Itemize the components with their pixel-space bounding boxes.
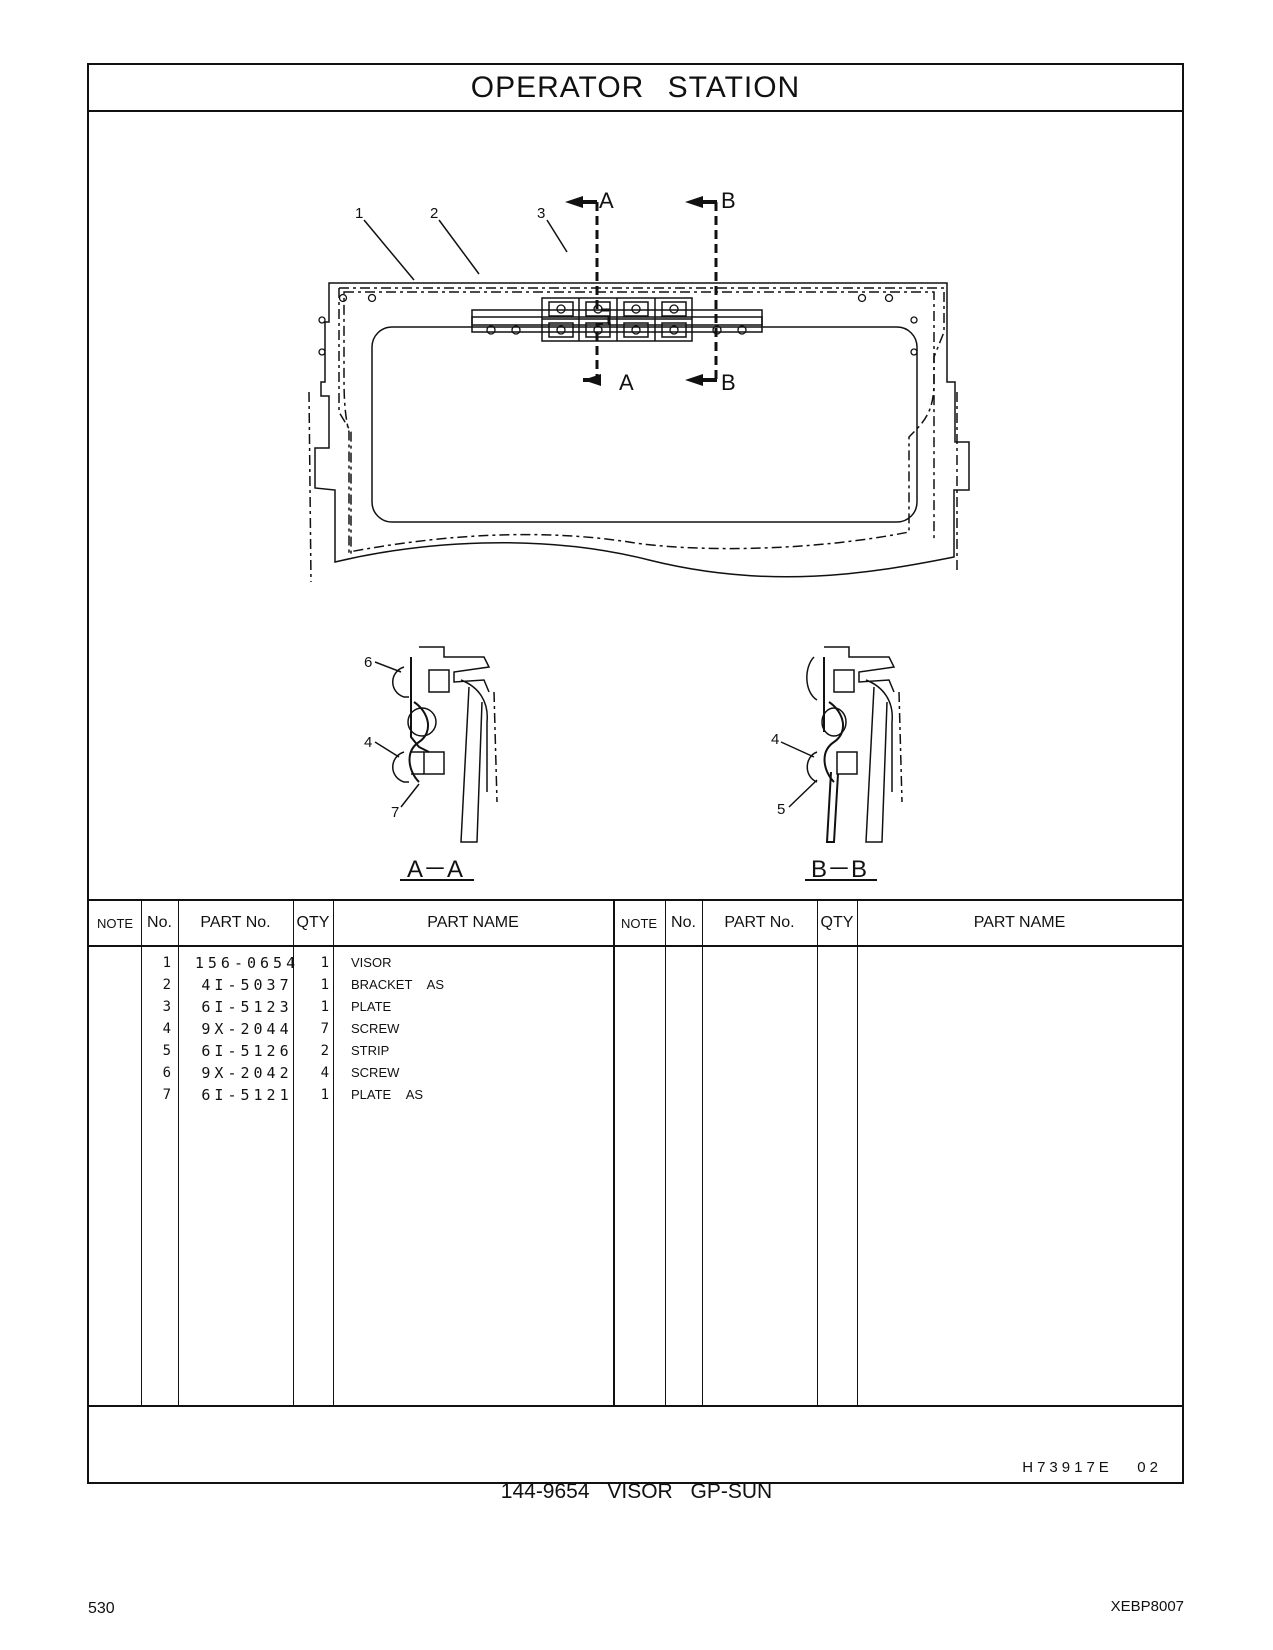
header-part-name-right: PART NAME — [973, 914, 1066, 931]
header-note-right: NOTE — [620, 915, 658, 931]
row-part-no: 156-0654 — [194, 953, 300, 972]
row-part-no: 6I-5126 — [201, 1041, 293, 1060]
section-view-a — [374, 646, 498, 881]
callout-a-7: 7 — [391, 804, 399, 821]
section-mark-a-bottom: A — [619, 370, 634, 395]
column-divider — [857, 901, 858, 1405]
table-row: 2 4I-5037 1 BRACKET AS — [89, 973, 1182, 996]
cab-frame-outline — [314, 282, 970, 578]
row-qty: 1 — [320, 954, 329, 971]
column-divider — [665, 901, 666, 1405]
header-no-left: No. — [147, 914, 172, 931]
row-qty: 1 — [320, 1086, 329, 1103]
table-footer: H73917E 02 — [89, 1407, 1182, 1484]
group-caption: 144-9654 VISOR GP-SUN — [500, 1480, 773, 1503]
table-header: NOTE No. PART No. QTY PART NAME NOTE No.… — [89, 901, 1182, 947]
column-divider — [817, 901, 818, 1405]
windshield-outline — [371, 326, 918, 523]
header-qty-right: QTY — [820, 914, 854, 931]
parts-illustration: 1 2 3 A B A B — [89, 112, 1182, 899]
callout-3: 3 — [537, 205, 545, 222]
header-note-left: NOTE — [96, 915, 134, 931]
row-part-name: PLATE — [351, 999, 392, 1014]
row-part-name: SCREW — [351, 1021, 400, 1036]
row-no: 5 — [162, 1042, 171, 1059]
page-number: 530 — [88, 1600, 115, 1617]
table-row: 4 9X-2044 7 SCREW — [89, 1017, 1182, 1040]
row-part-name: STRIP — [351, 1043, 390, 1058]
cab-frame-inner — [343, 291, 935, 553]
section-label-a: A－A — [407, 856, 463, 883]
section-label-b: B－B — [811, 856, 867, 883]
callout-b-5: 5 — [777, 801, 785, 818]
header-qty-left: QTY — [296, 914, 330, 931]
page-title: OPERATOR STATION — [89, 65, 1182, 112]
row-no: 1 — [162, 954, 171, 971]
section-mark-a-top: A — [599, 188, 614, 213]
row-qty: 1 — [320, 976, 329, 993]
callout-2: 2 — [430, 205, 438, 222]
section-line-a — [595, 202, 611, 380]
frame-dashed-outline — [339, 287, 945, 542]
column-divider — [702, 901, 703, 1405]
parts-page-frame: OPERATOR STATION — [87, 63, 1184, 1484]
visor-drawing-svg: 1 2 3 A B A B — [308, 188, 970, 883]
row-part-no: 4I-5037 — [201, 975, 293, 994]
column-divider — [293, 901, 294, 1405]
section-mark-b-top: B — [721, 188, 736, 213]
callout-a-6: 6 — [364, 654, 372, 671]
table-row: 3 6I-5123 1 PLATE — [89, 995, 1182, 1018]
header-part-no-left: PART No. — [200, 914, 271, 931]
row-no: 6 — [162, 1064, 171, 1081]
row-part-no: 6I-5121 — [201, 1085, 293, 1104]
row-part-name: BRACKET AS — [351, 977, 445, 992]
drawing-reference: H73917E 02 — [1022, 1459, 1162, 1476]
document-code: XEBP8007 — [1110, 1598, 1184, 1615]
table-row: 5 6I-5126 2 STRIP — [89, 1039, 1182, 1062]
table-row: 1 156-0654 1 VISOR — [89, 951, 1182, 974]
row-no: 2 — [162, 976, 171, 993]
row-part-no: 9X-2042 — [201, 1063, 293, 1082]
row-no: 7 — [162, 1086, 171, 1103]
section-arrows — [565, 196, 717, 386]
row-part-name: SCREW — [351, 1065, 400, 1080]
parts-list-table: NOTE No. PART No. QTY PART NAME NOTE No.… — [89, 899, 1182, 1407]
table-row: 7 6I-5121 1 PLATE AS — [89, 1083, 1182, 1106]
row-qty: 1 — [320, 998, 329, 1015]
row-qty: 2 — [320, 1042, 329, 1059]
table-row: 6 9X-2042 4 SCREW — [89, 1061, 1182, 1084]
row-no: 3 — [162, 998, 171, 1015]
plate-grid — [542, 298, 692, 341]
row-part-no: 9X-2044 — [201, 1019, 293, 1038]
column-divider-center — [613, 901, 615, 1405]
row-part-name: VISOR — [351, 955, 392, 970]
column-divider — [333, 901, 334, 1405]
column-divider — [178, 901, 179, 1405]
row-part-name: PLATE AS — [351, 1087, 424, 1102]
row-qty: 7 — [320, 1020, 329, 1037]
callout-b-4: 4 — [771, 731, 779, 748]
row-no: 4 — [162, 1020, 171, 1037]
callout-a-4: 4 — [364, 734, 372, 751]
header-no-right: No. — [671, 914, 696, 931]
callout-1: 1 — [355, 205, 363, 222]
row-part-no: 6I-5123 — [201, 997, 293, 1016]
section-mark-b-bottom: B — [721, 370, 736, 395]
header-part-no-right: PART No. — [724, 914, 795, 931]
section-view-b — [780, 646, 903, 881]
row-qty: 4 — [320, 1064, 329, 1081]
column-divider — [141, 901, 142, 1405]
header-part-name-left: PART NAME — [427, 914, 519, 931]
